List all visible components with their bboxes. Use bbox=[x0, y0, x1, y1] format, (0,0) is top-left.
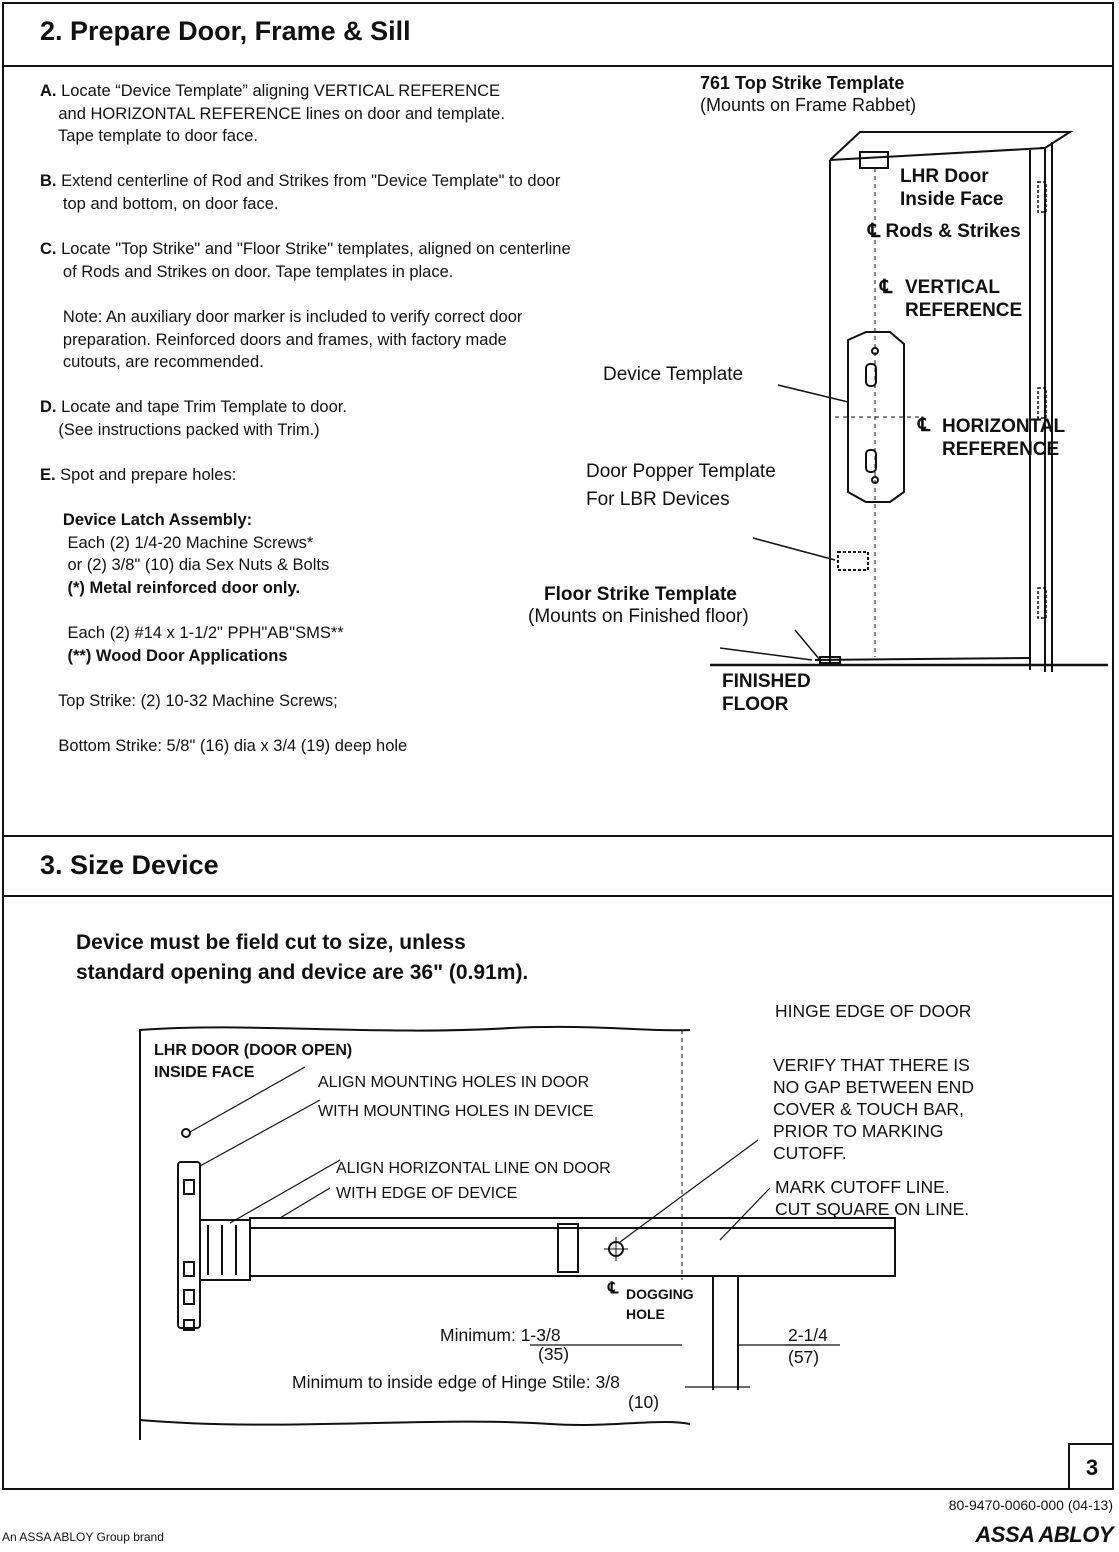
minimum-dimension-mm: (35) bbox=[538, 1344, 570, 1364]
step-letter: E. bbox=[40, 466, 56, 485]
instruction-line: Bottom Strike: 5/8" (16) dia x 3/4 (19) … bbox=[40, 735, 680, 758]
instruction-line bbox=[40, 667, 680, 690]
horizontal-reference-label: HORIZONTAL REFERENCE bbox=[942, 416, 1066, 460]
instruction-line: preparation. Reinforced doors and frames… bbox=[40, 329, 680, 352]
instruction-line: Each (2) #14 x 1-1/2" PPH"AB"SMS** bbox=[40, 622, 680, 645]
align-horizontal-line-note: ALIGN HORIZONTAL LINE ON DOOR WITH EDGE … bbox=[336, 1160, 611, 1202]
instruction-text: Device Latch Assembly: bbox=[40, 511, 253, 530]
floor-strike-template-subtitle: (Mounts on Finished floor) bbox=[528, 606, 749, 627]
instruction-text: top and bottom, on door face. bbox=[40, 194, 279, 213]
step-letter: C. bbox=[40, 240, 57, 259]
instruction-text: Bottom Strike: 5/8" (16) dia x 3/4 (19) … bbox=[40, 737, 408, 756]
hinge-edge-label: HINGE EDGE OF DOOR bbox=[775, 1001, 972, 1021]
instruction-text: Each (2) 1/4-20 Machine Screws* bbox=[40, 533, 314, 552]
instruction-text: Top Strike: (2) 10-32 Machine Screws; bbox=[40, 692, 338, 711]
hinge-stile-minimum-label: Minimum to inside edge of Hinge Stile: 3… bbox=[292, 1372, 620, 1392]
instruction-line: (*) Metal reinforced door only. bbox=[40, 577, 680, 600]
lhr-door-open-label: LHR DOOR (DOOR OPEN) INSIDE FACE bbox=[154, 1042, 353, 1081]
mark-cutoff-note: MARK CUTOFF LINE. CUT SQUARE ON LINE. bbox=[775, 1177, 970, 1219]
instruction-line: (See instructions packed with Trim.) bbox=[40, 419, 680, 442]
floor-strike-template-title: Floor Strike Template bbox=[544, 584, 737, 605]
instruction-line: (**) Wood Door Applications bbox=[40, 645, 680, 668]
instruction-text: (See instructions packed with Trim.) bbox=[40, 420, 320, 439]
instruction-text: Extend centerline of Rod and Strikes fro… bbox=[56, 172, 561, 191]
instruction-line: Tape template to door face. bbox=[40, 125, 680, 148]
section3-header-rule bbox=[2, 895, 1114, 897]
hinge-stile-minimum-mm: (10) bbox=[628, 1392, 660, 1412]
device-sizing-illustration bbox=[139, 1025, 896, 1440]
step-letter: B. bbox=[40, 172, 57, 191]
instruction-text: Locate "Top Strike" and "Floor Strike" t… bbox=[56, 240, 571, 259]
preparation-instructions: A. Locate “Device Template” aligning VER… bbox=[40, 80, 680, 758]
instruction-line: A. Locate “Device Template” aligning VER… bbox=[40, 80, 680, 103]
instruction-line: B. Extend centerline of Rod and Strikes … bbox=[40, 170, 680, 193]
step-letter: D. bbox=[40, 398, 57, 417]
instruction-text: Tape template to door face. bbox=[40, 127, 258, 146]
top-strike-template-title: 761 Top Strike Template bbox=[700, 73, 905, 93]
door-popper-label: Door Popper Template For LBR Devices bbox=[586, 461, 776, 510]
instruction-text: preparation. Reinforced doors and frames… bbox=[40, 330, 507, 349]
instruction-text: Spot and prepare holes: bbox=[55, 466, 237, 485]
align-mounting-holes-note: ALIGN MOUNTING HOLES IN DOOR WITH MOUNTI… bbox=[318, 1074, 594, 1120]
instruction-text: Locate and tape Trim Template to door. bbox=[56, 398, 347, 417]
finished-floor-label: FINISHED FLOOR bbox=[722, 671, 811, 715]
field-cut-warning: Device must be field cut to size, unless… bbox=[76, 931, 529, 984]
dogging-hole-label: DOGGING HOLE bbox=[626, 1286, 694, 1322]
centerline-icon: ℄ bbox=[868, 221, 886, 242]
instruction-line: C. Locate "Top Strike" and "Floor Strike… bbox=[40, 238, 680, 261]
instruction-line bbox=[40, 216, 680, 239]
instruction-text: (**) Wood Door Applications bbox=[40, 646, 288, 665]
instruction-text: or (2) 3/8" (10) dia Sex Nuts & Bolts bbox=[40, 556, 330, 575]
instruction-line: or (2) 3/8" (10) dia Sex Nuts & Bolts bbox=[40, 554, 680, 577]
page-frame bbox=[2, 2, 1114, 1490]
instruction-line: Device Latch Assembly: bbox=[40, 509, 680, 532]
section2-title: 2. Prepare Door, Frame & Sill bbox=[40, 16, 411, 46]
door-frame-illustration bbox=[710, 131, 1108, 672]
instruction-line: Top Strike: (2) 10-32 Machine Screws; bbox=[40, 690, 680, 713]
instruction-text: Locate “Device Template” aligning VERTIC… bbox=[56, 82, 501, 100]
instruction-text: Each (2) #14 x 1-1/2" PPH"AB"SMS** bbox=[40, 624, 344, 643]
centerline-dogging-icon: ℄ bbox=[608, 1280, 619, 1297]
section-divider bbox=[2, 835, 1114, 837]
centerline-rods-strikes-label: ℄ Rods & Strikes bbox=[868, 221, 1021, 242]
instruction-text: Note: An auxiliary door marker is includ… bbox=[40, 307, 523, 326]
instruction-line: Each (2) 1/4-20 Machine Screws* bbox=[40, 532, 680, 555]
instruction-line: top and bottom, on door face. bbox=[40, 193, 680, 216]
vertical-reference-label: VERTICAL REFERENCE bbox=[905, 277, 1023, 321]
section3-title: 3. Size Device bbox=[40, 850, 219, 880]
instruction-text: and HORIZONTAL REFERENCE lines on door a… bbox=[40, 104, 505, 123]
instruction-line: of Rods and Strikes on door. Tape templa… bbox=[40, 261, 680, 284]
instruction-line bbox=[40, 713, 680, 736]
right-dimension-mm: (57) bbox=[788, 1347, 820, 1367]
centerline-vertical-icon: ℄ bbox=[880, 277, 893, 298]
assa-abloy-logo: ASSA ABLOY bbox=[975, 1522, 1113, 1547]
brand-tagline: An ASSA ABLOY Group brand bbox=[2, 1530, 164, 1544]
instruction-line bbox=[40, 283, 680, 306]
instruction-line: Note: An auxiliary door marker is includ… bbox=[40, 306, 680, 329]
instruction-line bbox=[40, 487, 680, 510]
document-number: 80-9470-0060-000 (04-13) bbox=[948, 1497, 1113, 1513]
page-number: 3 bbox=[1068, 1443, 1114, 1489]
step-letter: A. bbox=[40, 82, 57, 100]
instruction-text: (*) Metal reinforced door only. bbox=[40, 579, 301, 598]
instruction-line bbox=[40, 374, 680, 397]
section2-header-rule bbox=[2, 65, 1114, 67]
device-template-label: Device Template bbox=[603, 364, 744, 385]
instruction-line: D. Locate and tape Trim Template to door… bbox=[40, 396, 680, 419]
instruction-line bbox=[40, 148, 680, 171]
minimum-dimension-label: Minimum: 1-3/8 bbox=[440, 1325, 561, 1345]
instruction-text: cutouts, are recommended. bbox=[40, 353, 264, 372]
instruction-line: and HORIZONTAL REFERENCE lines on door a… bbox=[40, 103, 680, 126]
instruction-line bbox=[40, 442, 680, 465]
right-dimension-label: 2-1/4 bbox=[788, 1325, 828, 1345]
lhr-door-label: LHR Door Inside Face bbox=[900, 166, 1004, 210]
top-strike-template-subtitle: (Mounts on Frame Rabbet) bbox=[700, 95, 917, 115]
centerline-horizontal-icon: ℄ bbox=[918, 415, 931, 436]
instruction-text: of Rods and Strikes on door. Tape templa… bbox=[40, 262, 454, 281]
verify-no-gap-note: VERIFY THAT THERE IS NO GAP BETWEEN END … bbox=[773, 1055, 974, 1163]
instruction-line: cutouts, are recommended. bbox=[40, 351, 680, 374]
instruction-line: E. Spot and prepare holes: bbox=[40, 464, 680, 487]
